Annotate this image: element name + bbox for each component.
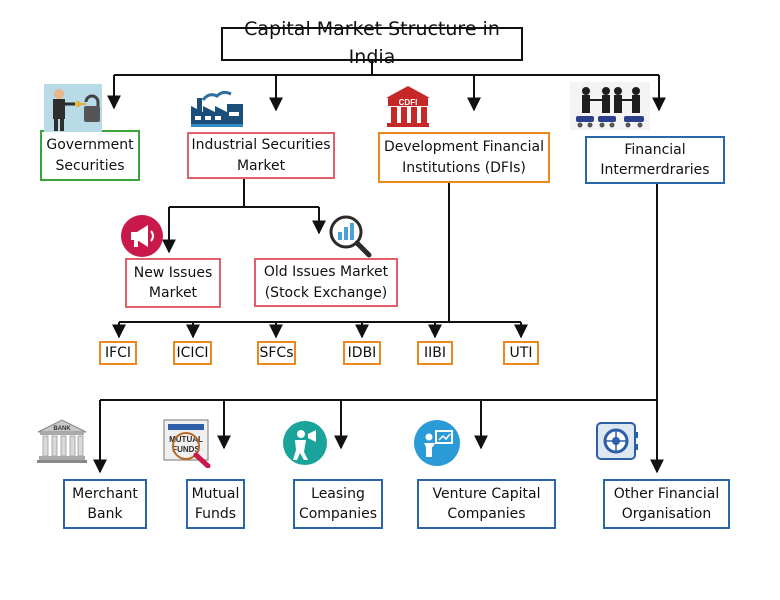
cdfi-building-icon: CDFI — [386, 86, 430, 127]
dfi-ifci-box: IFCI — [99, 341, 137, 365]
government-securities-box: Government Securities — [40, 130, 140, 181]
handshake-businessmen-icon — [570, 82, 650, 130]
vault-icon — [596, 422, 638, 460]
person-key-lock-icon — [44, 84, 102, 132]
dfi-uti-box: UTI — [503, 341, 539, 365]
bank-building-icon: BANK — [37, 419, 87, 463]
megaphone-icon — [121, 215, 163, 257]
merchant-bank-box: Merchant Bank — [63, 479, 147, 529]
funds-label: MUTUAL — [169, 435, 203, 444]
dfi-icici-box: ICICI — [173, 341, 212, 365]
svg-text:FUNDS: FUNDS — [172, 445, 200, 454]
bank-label: BANK — [53, 426, 71, 432]
diagram-title: Capital Market Structure in India — [221, 18, 523, 68]
dfi-box: Development Financial Institutions (DFIs… — [378, 132, 550, 183]
new-issues-market-box: New Issues Market — [125, 258, 221, 308]
mutual-funds-icon: MUTUAL FUNDS — [163, 419, 211, 468]
cdfi-label: CDFI — [399, 98, 418, 107]
leasing-companies-box: Leasing Companies — [293, 479, 383, 529]
dfi-idbi-box: IDBI — [343, 341, 381, 365]
old-issues-market-box: Old Issues Market (Stock Exchange) — [254, 258, 398, 307]
presentation-icon — [414, 420, 460, 466]
financial-intermediaries-box: Financial Intermerdraries — [585, 136, 725, 184]
dfi-iibi-box: IIBI — [417, 341, 453, 365]
magnifier-chart-icon — [329, 215, 372, 258]
other-financial-org-box: Other Financial Organisation — [603, 479, 730, 529]
mutual-funds-box: Mutual Funds — [186, 479, 245, 529]
factory-icon — [191, 90, 243, 127]
industrial-securities-box: Industrial Securities Market — [187, 132, 335, 179]
dfi-sfcs-box: SFCs — [257, 341, 296, 365]
venture-capital-box: Venture Capital Companies — [417, 479, 556, 529]
leasing-person-icon — [283, 421, 327, 465]
